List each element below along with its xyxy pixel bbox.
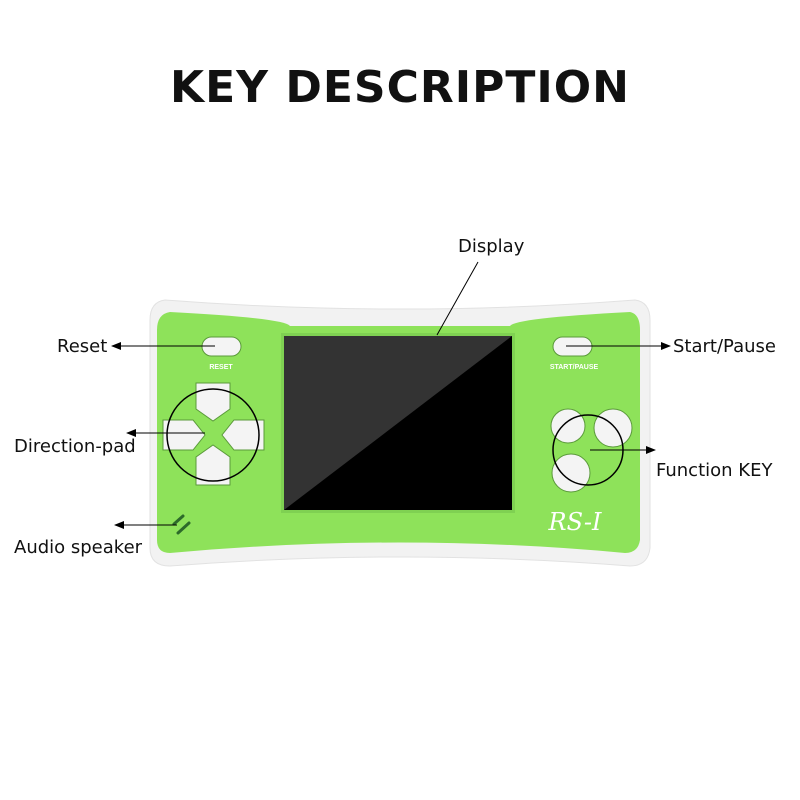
start-pause-text: START/PAUSE [550, 364, 599, 371]
function-button-1[interactable] [550, 408, 586, 444]
display-leader [436, 261, 479, 336]
dpad-left[interactable] [162, 419, 206, 451]
label-reset: Reset [57, 336, 108, 357]
page-title: KEY DESCRIPTION [169, 62, 630, 113]
label-function-key: Function KEY [656, 460, 773, 481]
model-logo: RS-I [548, 508, 603, 536]
dpad-down[interactable] [195, 444, 231, 486]
reset-text: RESET [209, 364, 233, 371]
direction-pad[interactable] [162, 382, 265, 486]
label-direction-pad: Direction-pad [14, 436, 136, 457]
function-button-2[interactable] [593, 408, 633, 448]
dpad-up[interactable] [195, 382, 231, 422]
function-button-3[interactable] [551, 453, 591, 493]
label-display: Display [458, 236, 525, 257]
speaker-grille-icon [172, 514, 191, 535]
label-start-pause: Start/Pause [673, 336, 776, 357]
dpad-highlight-circle [166, 388, 260, 482]
dpad-right[interactable] [221, 419, 265, 451]
label-audio-speaker: Audio speaker [14, 537, 143, 558]
